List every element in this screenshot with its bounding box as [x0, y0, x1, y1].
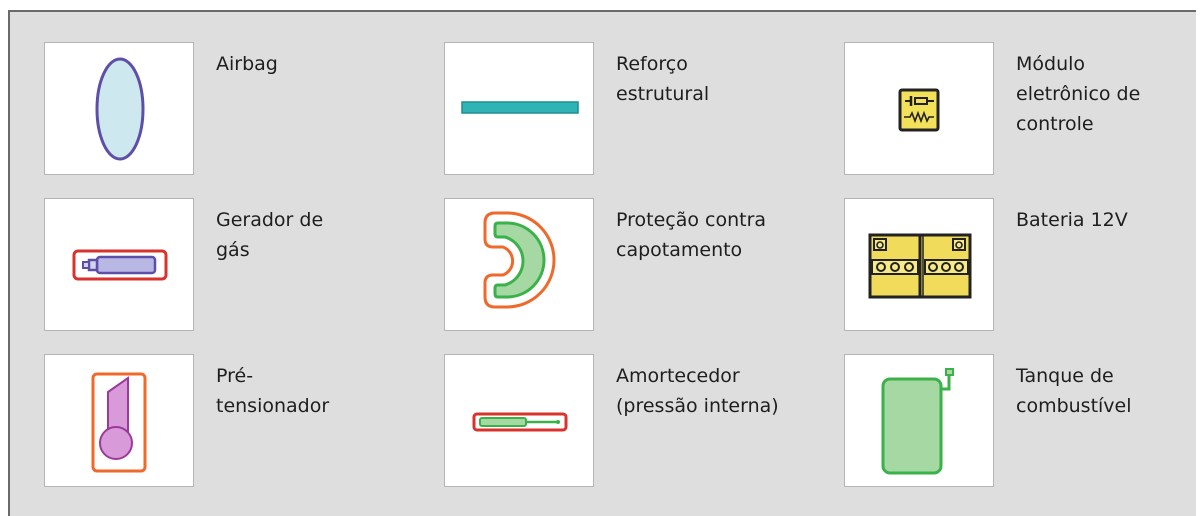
label-gerador: Gerador de gás: [216, 209, 324, 261]
label-bateria: Bateria 12V: [1016, 209, 1128, 231]
legend-panel: Airbag Reforço estrutural Módulo eletrôn…: [8, 10, 1196, 516]
label-tanque: Tanque de combustível: [1016, 365, 1132, 417]
fuel-tank-icon: [844, 354, 994, 487]
gas-generator-icon: [44, 198, 194, 331]
structural-reinforcement-icon: [444, 42, 594, 175]
airbag-icon: [44, 42, 194, 175]
control-module-icon: [844, 42, 994, 175]
label-pretensionador: Pré- tensionador: [216, 365, 330, 417]
battery-icon: [844, 198, 994, 331]
shock-absorber-icon: [444, 354, 594, 487]
label-protecao: Proteção contra capotamento: [616, 209, 767, 261]
pretensioner-icon: [44, 354, 194, 487]
label-modulo: Módulo eletrônico de controle: [1016, 53, 1141, 135]
label-airbag: Airbag: [216, 53, 278, 75]
rollover-protection-icon: [444, 198, 594, 331]
label-reforco: Reforço estrutural: [616, 53, 710, 105]
label-amortecedor: Amortecedor (pressão interna): [616, 365, 779, 417]
